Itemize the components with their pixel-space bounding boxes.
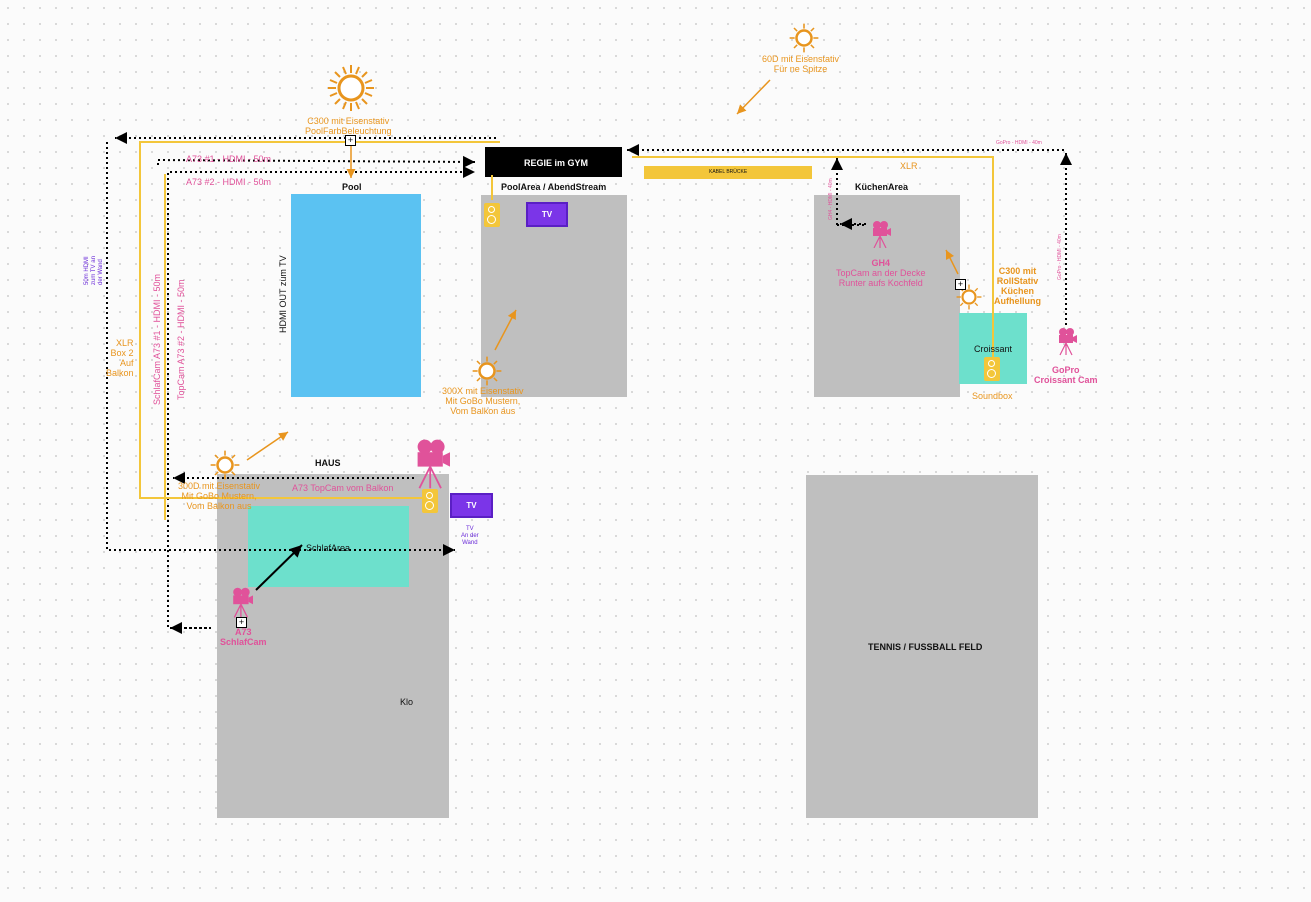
xlr-right-label: XLR — [900, 161, 918, 171]
tv-haus[interactable]: TV — [450, 493, 493, 518]
speaker-icon[interactable] — [422, 489, 438, 513]
gopro-hdmi-vert-label: GoPro - HDMI - 40m — [1057, 234, 1063, 280]
kuechen-label: KüchenArea — [855, 182, 909, 192]
speaker-icon[interactable] — [984, 357, 1000, 381]
pool-zone — [291, 194, 421, 397]
poolarea-label: PoolArea / AbendStream — [501, 182, 607, 192]
camera-icon[interactable] — [871, 220, 891, 248]
camera-icon[interactable] — [414, 434, 450, 492]
pool-label: Pool — [342, 182, 362, 192]
klo-label: Klo — [400, 697, 414, 707]
schlafcam-cable-label: SchlafCam A73 #1 - HDMI - 50m — [152, 273, 162, 405]
sun-icon[interactable] — [327, 64, 375, 112]
kabel-bruecke — [644, 166, 812, 179]
topcam-cable-label: TopCam A73 #2 - HDMI - 50m — [176, 279, 186, 400]
schlaf-label: SchlafArea — [306, 543, 351, 553]
tv-pool[interactable]: TV — [526, 202, 568, 227]
sun-icon[interactable] — [789, 23, 819, 53]
regie-label: REGIE im GYM — [524, 158, 589, 168]
speaker-icon[interactable] — [484, 203, 500, 227]
sun-icon[interactable] — [472, 356, 502, 386]
a73-1-cable-label: A73 #1 - HDMI - 50m — [186, 154, 272, 164]
add-icon[interactable]: + — [955, 279, 966, 290]
tennis-label: TENNIS / FUSSBALL FELD — [868, 642, 983, 652]
schlaf-area-zone — [248, 506, 409, 587]
croissant-label: Croissant — [974, 344, 1013, 354]
kabel-label: KABEL BRÜCKE — [709, 169, 748, 175]
a73-2-cable-label: A73 #2 - HDMI - 50m — [186, 177, 272, 187]
gopro-hdmi-top-label: GoPro - HDMI - 40m — [996, 140, 1042, 146]
camera-icon[interactable] — [231, 586, 253, 618]
camera-icon[interactable] — [1057, 326, 1077, 356]
add-icon[interactable]: + — [345, 135, 356, 146]
haus-label: HAUS — [315, 458, 341, 468]
regie-box — [485, 147, 622, 177]
add-icon[interactable]: + — [236, 617, 247, 628]
pool-area-zone — [481, 195, 627, 397]
hdmi-out-label: HDMI OUT zum TV — [278, 255, 288, 333]
soundbox-label: Soundbox — [972, 391, 1013, 401]
tennis-zone — [806, 475, 1038, 818]
a73-top-label: A73 TopCam vom Balkon — [292, 483, 394, 493]
sun-icon[interactable] — [210, 450, 240, 480]
gh4-hdmi-label: GH4 - HDMI - 40m — [828, 178, 834, 220]
